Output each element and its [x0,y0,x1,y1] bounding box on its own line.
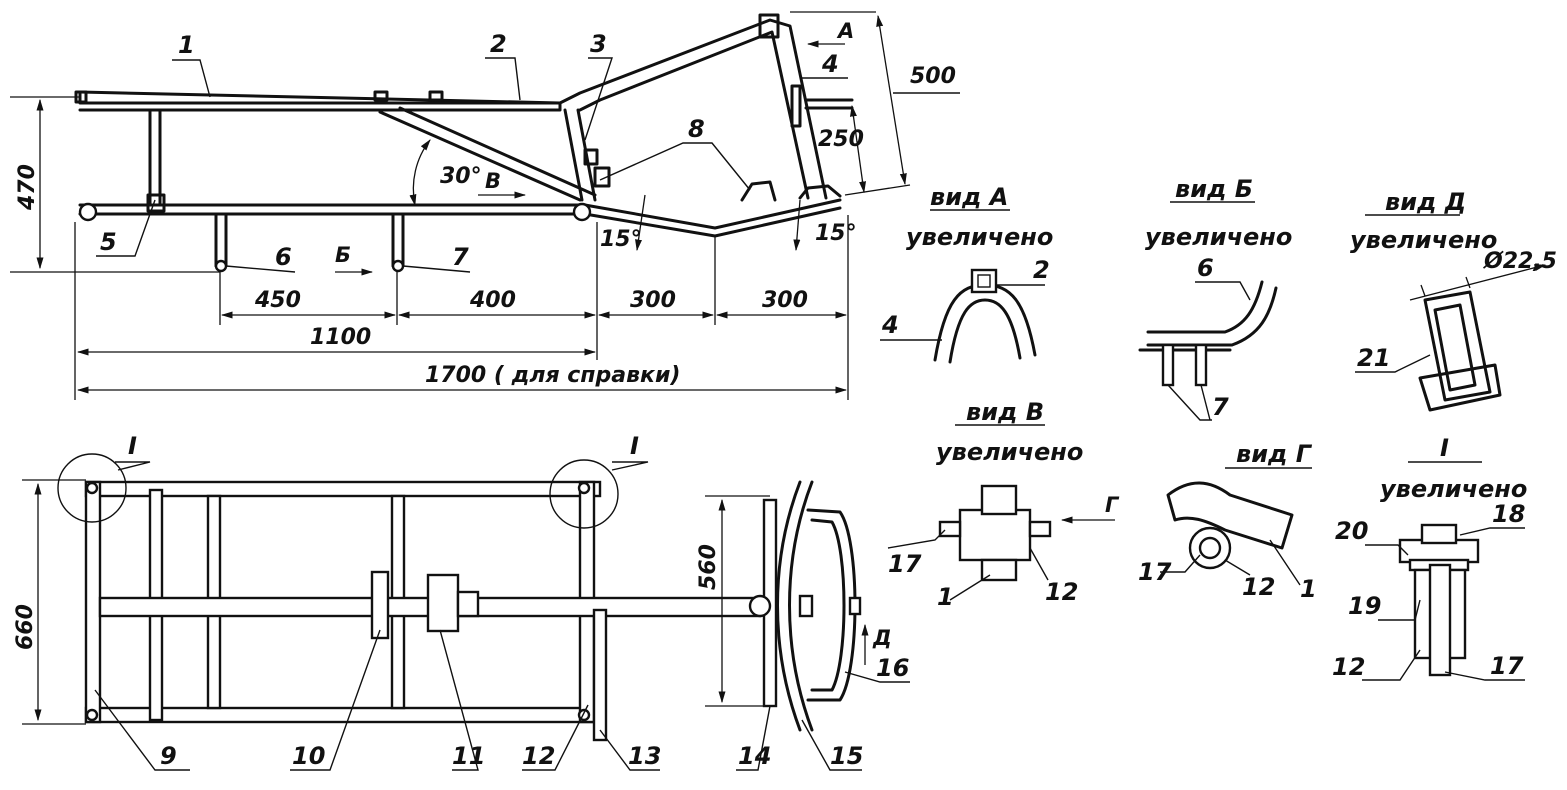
dim-300a: 300 [630,288,676,313]
view-d: вид Д увеличено Ø22,5 21 [1350,188,1557,412]
dim-30deg: 30° [440,164,482,189]
view-d-title: вид Д [1385,188,1466,216]
view-b-part-6: 6 [1197,254,1214,282]
dim-1100: 1100 [310,325,371,350]
view-b-part-7: 7 [1212,393,1229,421]
view-v-subtitle: увеличено [936,438,1083,466]
view-v: вид В увеличено Г 17 1 12 [887,398,1120,611]
part-8: 8 [688,115,705,143]
dim-400: 400 [469,288,516,313]
dim-560: 560 [696,544,721,590]
view-v-part-12: 12 [1045,578,1078,606]
arrow-g-label: Г [1105,493,1120,517]
detail-i-left: I [128,432,137,460]
part-15: 15 [830,742,863,770]
detail-i-title: I [1440,434,1449,462]
part-13: 13 [628,742,661,770]
part-6: 6 [275,243,292,271]
dim-450: 450 [254,288,301,313]
view-a-part-4: 4 [881,311,899,339]
detail-i-part-20: 20 [1335,517,1368,545]
detail-i-part-17: 17 [1490,652,1524,680]
part-2: 2 [490,30,507,58]
part-1: 1 [178,31,195,59]
part-5: 5 [100,228,117,256]
detail-i-subtitle: увеличено [1380,475,1527,503]
top-view: 660 560 I I Д 9 10 11 12 13 14 15 16 [13,432,910,771]
arrow-v-label: В [485,169,501,193]
dim-250: 250 [818,127,864,152]
arrow-d-label: Д [872,626,892,650]
view-a-title: вид А [930,183,1008,211]
view-b: вид Б увеличено 7 6 [1138,175,1292,421]
view-g: вид Г 17 12 1 [1138,440,1317,603]
view-b-title: вид Б [1175,175,1253,203]
dim-660: 660 [13,604,38,650]
view-g-part-1: 1 [1300,575,1317,603]
detail-i: I увеличено 20 18 19 12 17 [1332,434,1527,681]
dim-15b: 15° [815,221,857,246]
part-10: 10 [292,742,325,770]
view-a-part-2: 2 [1033,256,1050,284]
view-a: вид А увеличено 2 4 [880,183,1053,364]
dim-470: 470 [15,164,40,211]
view-a-subtitle: увеличено [906,223,1053,251]
part-3: 3 [590,30,607,58]
view-g-part-12: 12 [1242,573,1275,601]
view-g-part-17: 17 [1138,558,1172,586]
detail-i-part-19: 19 [1348,592,1381,620]
part-14: 14 [738,742,771,770]
part-11: 11 [452,742,485,770]
arrow-a-label: А [836,19,854,43]
part-12: 12 [522,742,555,770]
arrow-b-label: Б [335,243,351,267]
dim-1700: 1700 ( для справки) [425,363,680,388]
part-9: 9 [160,742,177,770]
view-b-subtitle: увеличено [1145,223,1292,251]
dim-300b: 300 [762,288,808,313]
view-g-title: вид Г [1236,440,1313,468]
dim-15a: 15° [600,227,642,252]
detail-i-part-18: 18 [1492,500,1525,528]
side-view: 470 500 250 30° 15° 15° 450 400 300 300 [10,11,960,400]
view-v-title: вид В [966,398,1044,426]
view-v-part-1: 1 [937,583,954,611]
part-16: 16 [876,654,909,682]
view-d-part-21: 21 [1357,344,1390,372]
view-d-subtitle: увеличено [1350,226,1497,254]
detail-i-part-12: 12 [1332,653,1365,681]
dim-phi-22-5: Ø22,5 [1482,249,1557,274]
detail-i-right: I [630,432,639,460]
dim-500: 500 [910,64,956,89]
view-v-part-17: 17 [888,550,922,578]
part-4: 4 [821,50,839,78]
part-7: 7 [452,243,469,271]
